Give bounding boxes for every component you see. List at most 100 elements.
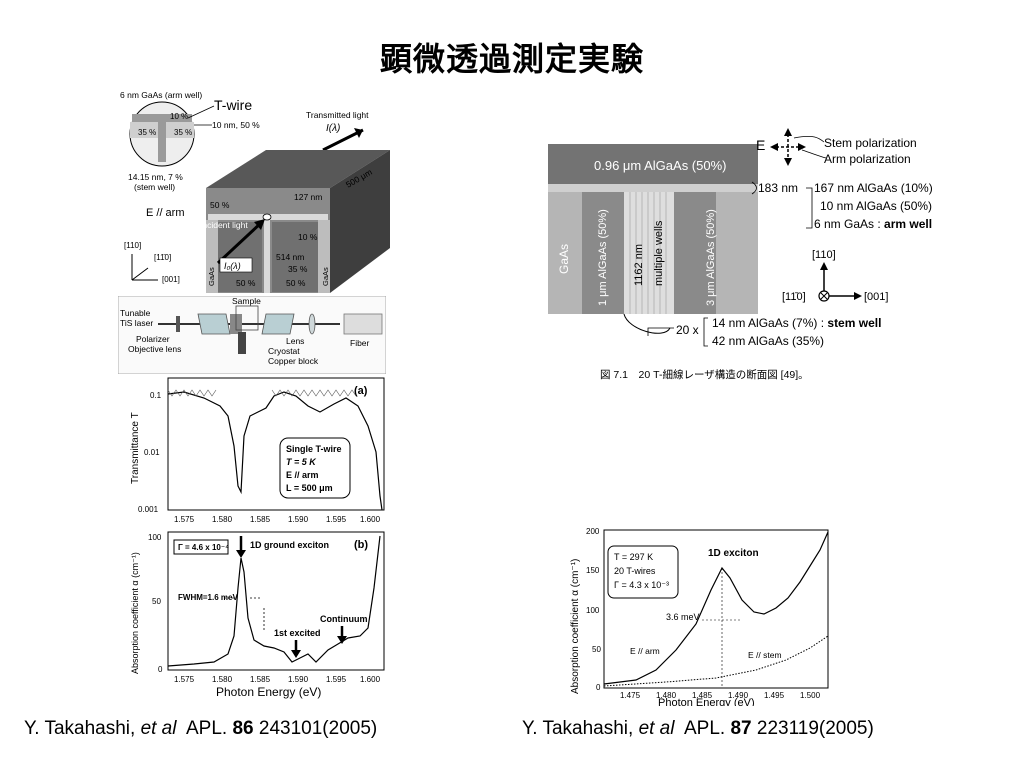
plot-b-gamma: Γ = 4.6 x 10⁻⁴ <box>178 543 229 552</box>
polarizer-label: Polarizer <box>136 334 170 344</box>
plot-c-xlabel: Photon Energy (eV) <box>658 697 755 706</box>
plot-b-ylabel: Absorption coefficient α (cm⁻¹) <box>130 552 140 674</box>
plot-b-fwhm: FWHM=1.6 meV <box>178 593 238 602</box>
plot-b-curve <box>167 535 381 667</box>
plot-b-ytick: 100 <box>148 533 162 542</box>
panel-b-label: (b) <box>354 539 368 551</box>
citation-etal: et al <box>140 718 177 739</box>
plot-c-legend: Γ = 4.3 x 10⁻³ <box>614 580 669 590</box>
plot-a-ytick: 0.1 <box>150 391 162 400</box>
arm-pol-label: Arm polarization <box>824 152 911 166</box>
plot-c-e-arm: E // arm <box>630 646 660 656</box>
plot-b-xtick: 1.600 <box>360 675 381 684</box>
gaas-left: GaAs <box>207 267 216 286</box>
plot-a-xtick: 1.585 <box>250 515 271 524</box>
citation-left: Y. Takahashi, et al APL. 86 243101(2005) <box>24 718 377 740</box>
pct-35-b: 35 % <box>288 264 308 274</box>
plot-c-mev: 3.6 meV <box>666 612 700 622</box>
plot-c-xtick: 1.495 <box>764 691 785 700</box>
plot-a-ytick: 0.01 <box>144 448 160 457</box>
citation-authors: Y. Takahashi, <box>522 718 634 739</box>
plot-c-ytick: 0 <box>596 683 601 692</box>
plot-a-legend: T = 5 K <box>286 457 317 467</box>
thickness-514: 514 nm <box>276 252 304 262</box>
plot-a-curve <box>167 391 383 511</box>
pct-10-b: 10 % <box>298 232 318 242</box>
citation-volume: 86 <box>232 718 254 739</box>
axis-110-right: [110] <box>812 249 836 261</box>
l167-label: 167 nm AlGaAs (10%) <box>814 181 933 195</box>
plot-c-xtick: 1.480 <box>656 691 677 700</box>
pct-50-right: 50 % <box>286 278 306 288</box>
plot-a-transmittance: (a) Transmittance T 0.1 0.01 0.001 1.575… <box>130 377 385 524</box>
plot-b-ytick: 50 <box>152 597 161 606</box>
plot-b-xtick: 1.590 <box>288 675 309 684</box>
plot-a-xtick: 1.600 <box>360 515 381 524</box>
i-lambda-label: I(λ) <box>326 123 340 134</box>
plot-a-xtick: 1.595 <box>326 515 347 524</box>
plot-a-xtick: 1.580 <box>212 515 233 524</box>
figure-caption: 図 7.1 20 T-細線レーザ構造の断面図 [49]。 <box>600 368 809 381</box>
e-arm-label: E // arm <box>146 207 185 219</box>
plot-c-ytick: 50 <box>592 645 601 654</box>
plot-b-ytick: 0 <box>158 665 163 674</box>
l10-label: 10 nm AlGaAs (50%) <box>820 199 932 213</box>
stem-well-label: (stem well) <box>134 182 175 192</box>
plot-a-legend: Single T-wire <box>286 444 342 454</box>
laser-label-2: TiS laser <box>120 318 153 328</box>
fiber-label: Fiber <box>350 338 370 348</box>
plot-b-ground: 1D ground exciton <box>250 540 329 550</box>
plot-c-ytick: 150 <box>586 566 600 575</box>
citation-etal: et al <box>638 718 675 739</box>
laser-label: Tunable <box>120 308 151 318</box>
copper-label: Copper block <box>268 356 319 366</box>
stem-pol-label: Stem polarization <box>824 136 917 150</box>
plot-c-xtick: 1.500 <box>800 691 821 700</box>
transmitted-label: Transmitted light <box>306 110 369 120</box>
plot-a-xtick: 1.575 <box>174 515 195 524</box>
plot-b-absorption: (b) Absorption coefficient α (cm⁻¹) 100 … <box>130 531 385 699</box>
gaas-right: GaAs <box>321 267 330 286</box>
l6-label: 6 nm GaAs : arm well <box>814 217 932 231</box>
plot-a-xtick: 1.590 <box>288 515 309 524</box>
incident-label: Incident light <box>200 220 248 230</box>
sample-label: Sample <box>232 296 261 306</box>
plot-c-legend: T = 297 K <box>614 552 653 562</box>
citation-journal: APL. <box>684 718 726 739</box>
axis-001: [001] <box>162 275 180 284</box>
plot-c-stem-curve <box>603 635 829 687</box>
plot-c-ytick: 200 <box>586 527 600 536</box>
pct-50-left: 50 % <box>236 278 256 288</box>
citation-authors: Y. Takahashi, <box>24 718 136 739</box>
i0-label: I₀(λ) <box>224 261 241 271</box>
plot-c-xtick: 1.475 <box>620 691 641 700</box>
thickness-127: 127 nm <box>294 192 322 202</box>
plot-b-xtick: 1.580 <box>212 675 233 684</box>
plot-a-legend: L = 500 μm <box>286 483 333 493</box>
axis-1b10: [11̄0] <box>154 253 171 262</box>
axis-1b10-right: [11̄0] <box>782 291 806 303</box>
plot-b-xtick: 1.575 <box>174 675 195 684</box>
left-algaas-label: 1 μm AlGaAs (50%) <box>597 209 609 306</box>
cross-section-diagram: 0.96 μm AlGaAs (50%) GaAs 1 μm AlGaAs (5… <box>548 128 933 381</box>
plot-b-continuum: Continuum <box>320 614 368 624</box>
plot-c-xtick: 1.485 <box>692 691 713 700</box>
top-layer-label: 0.96 μm AlGaAs (50%) <box>594 158 727 173</box>
citation-pages: 243101(2005) <box>258 718 378 739</box>
plot-c-ylabel: Absorption coefficient α (cm⁻¹) <box>570 559 581 694</box>
plot-c-exciton: 1D exciton <box>708 548 759 559</box>
plot-a-ylabel: Transmittance T <box>130 412 141 484</box>
plot-c-arm-curve <box>603 531 829 685</box>
t-wire-label: T-wire <box>214 97 252 113</box>
pct-50-top: 50 % <box>210 200 230 210</box>
x20-label: 20 x <box>676 323 699 337</box>
plot-a-ytick: 0.001 <box>138 505 159 514</box>
plot-c-e-stem: E // stem <box>748 650 782 660</box>
citation-pages: 223119(2005) <box>756 718 874 739</box>
e-field-label: E <box>756 137 765 153</box>
citation-journal: APL. <box>186 718 228 739</box>
plot-c-xtick: 1.490 <box>728 691 749 700</box>
axis-110: [110] <box>124 241 141 250</box>
stem14-label: 14 nm AlGaAs (7%) : stem well <box>712 316 881 330</box>
slide-title: 顕微透過測定実験 <box>379 40 644 78</box>
